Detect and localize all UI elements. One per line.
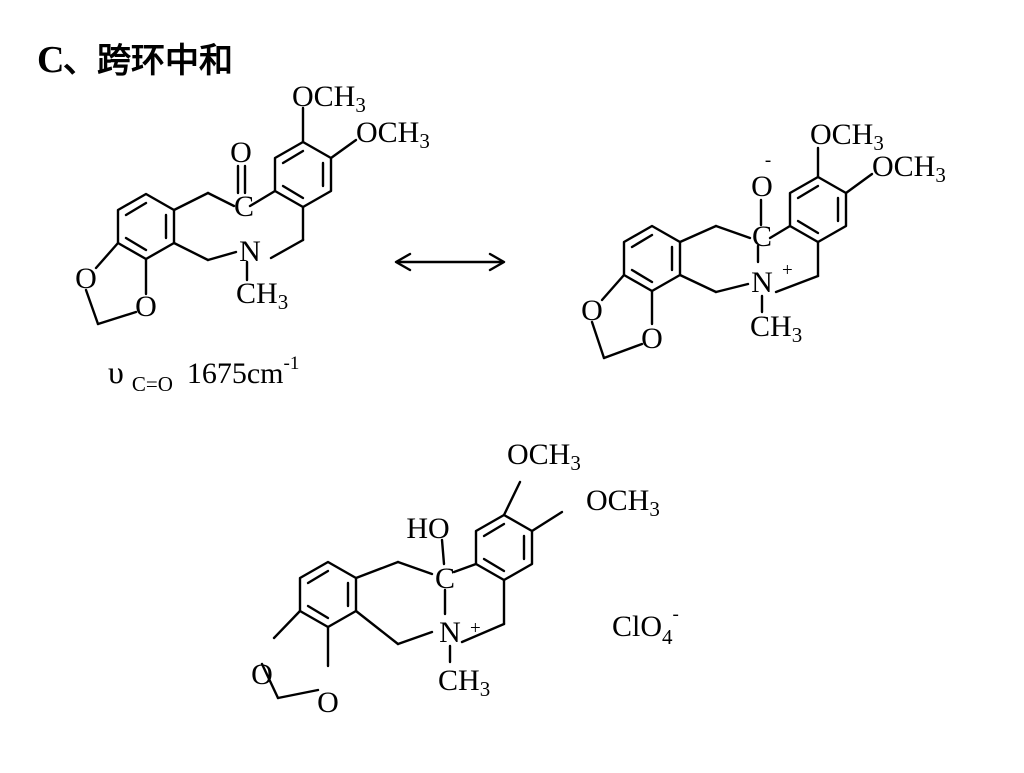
title-letter: C <box>37 39 64 81</box>
och-text: OCH <box>810 118 873 151</box>
structure-ketone: O O O C N CH3 OCH3 OCH3 <box>75 80 430 326</box>
carbon-label: C <box>435 562 455 595</box>
oxygen-label: O <box>75 262 97 295</box>
methoxy-label: OCH3 <box>507 438 581 475</box>
carbonyl-carbon-label: C <box>234 190 254 223</box>
subscript-3: 3 <box>649 497 660 521</box>
nitrogen-label: N <box>751 266 773 299</box>
ir-value: 1675cm <box>187 357 284 390</box>
methoxy-label: OCH3 <box>292 80 366 117</box>
och-text: OCH <box>507 438 570 471</box>
methoxy-label: OCH3 <box>810 118 884 155</box>
oxygen-label: O <box>251 658 273 691</box>
subscript-3: 3 <box>873 131 884 155</box>
n-methyl-label: CH3 <box>750 310 802 347</box>
alkoxide-oxygen-label: O <box>751 170 773 203</box>
title-text: 、跨环中和 <box>63 41 233 81</box>
counterion-subscript: 4 <box>662 625 673 649</box>
subscript-3: 3 <box>355 93 366 117</box>
positive-charge: + <box>782 260 793 281</box>
subscript-3: 3 <box>278 290 289 314</box>
carbon-label: C <box>752 220 772 253</box>
n-methyl-label: CH3 <box>236 277 288 314</box>
subscript-3: 3 <box>570 451 581 475</box>
ch-text: CH <box>438 664 480 697</box>
counterion-base: ClO <box>612 610 662 643</box>
structure-zwitterion: O O O - C N + CH3 OCH3 OCH3 <box>581 118 946 360</box>
hydroxyl-label: HO <box>406 512 449 545</box>
nu-symbol: υ <box>108 354 124 390</box>
resonance-arrow <box>394 252 506 272</box>
perchlorate-counterion: ClO4- <box>612 604 679 649</box>
oxygen-label: O <box>641 322 663 355</box>
counterion-charge: - <box>673 604 679 625</box>
methoxy-label: OCH3 <box>586 484 660 521</box>
nitrogen-label: N <box>239 235 261 268</box>
och-text: OCH <box>292 80 355 113</box>
oxygen-label: O <box>581 294 603 327</box>
negative-charge: - <box>765 150 771 171</box>
ch-text: CH <box>750 310 792 343</box>
och-text: OCH <box>586 484 649 517</box>
subscript-3: 3 <box>480 677 491 701</box>
och-text: OCH <box>872 150 935 183</box>
methoxy-label: OCH3 <box>872 150 946 187</box>
carbonyl-oxygen-label: O <box>230 136 252 169</box>
structure-perchlorate-salt: O O HO C N + CH3 OCH3 OCH3 <box>251 438 660 719</box>
ir-subscript: C=O <box>132 372 173 396</box>
positive-charge: + <box>470 618 481 639</box>
nitrogen-label: N <box>439 616 461 649</box>
oxygen-label: O <box>317 686 339 719</box>
och-text: OCH <box>356 116 419 149</box>
subscript-3: 3 <box>419 129 430 153</box>
subscript-3: 3 <box>935 163 946 187</box>
oxygen-label: O <box>135 290 157 323</box>
methoxy-label: OCH3 <box>356 116 430 153</box>
ch-text: CH <box>236 277 278 310</box>
subscript-3: 3 <box>792 323 803 347</box>
ir-exponent: -1 <box>284 353 300 374</box>
n-methyl-label: CH3 <box>438 664 490 701</box>
